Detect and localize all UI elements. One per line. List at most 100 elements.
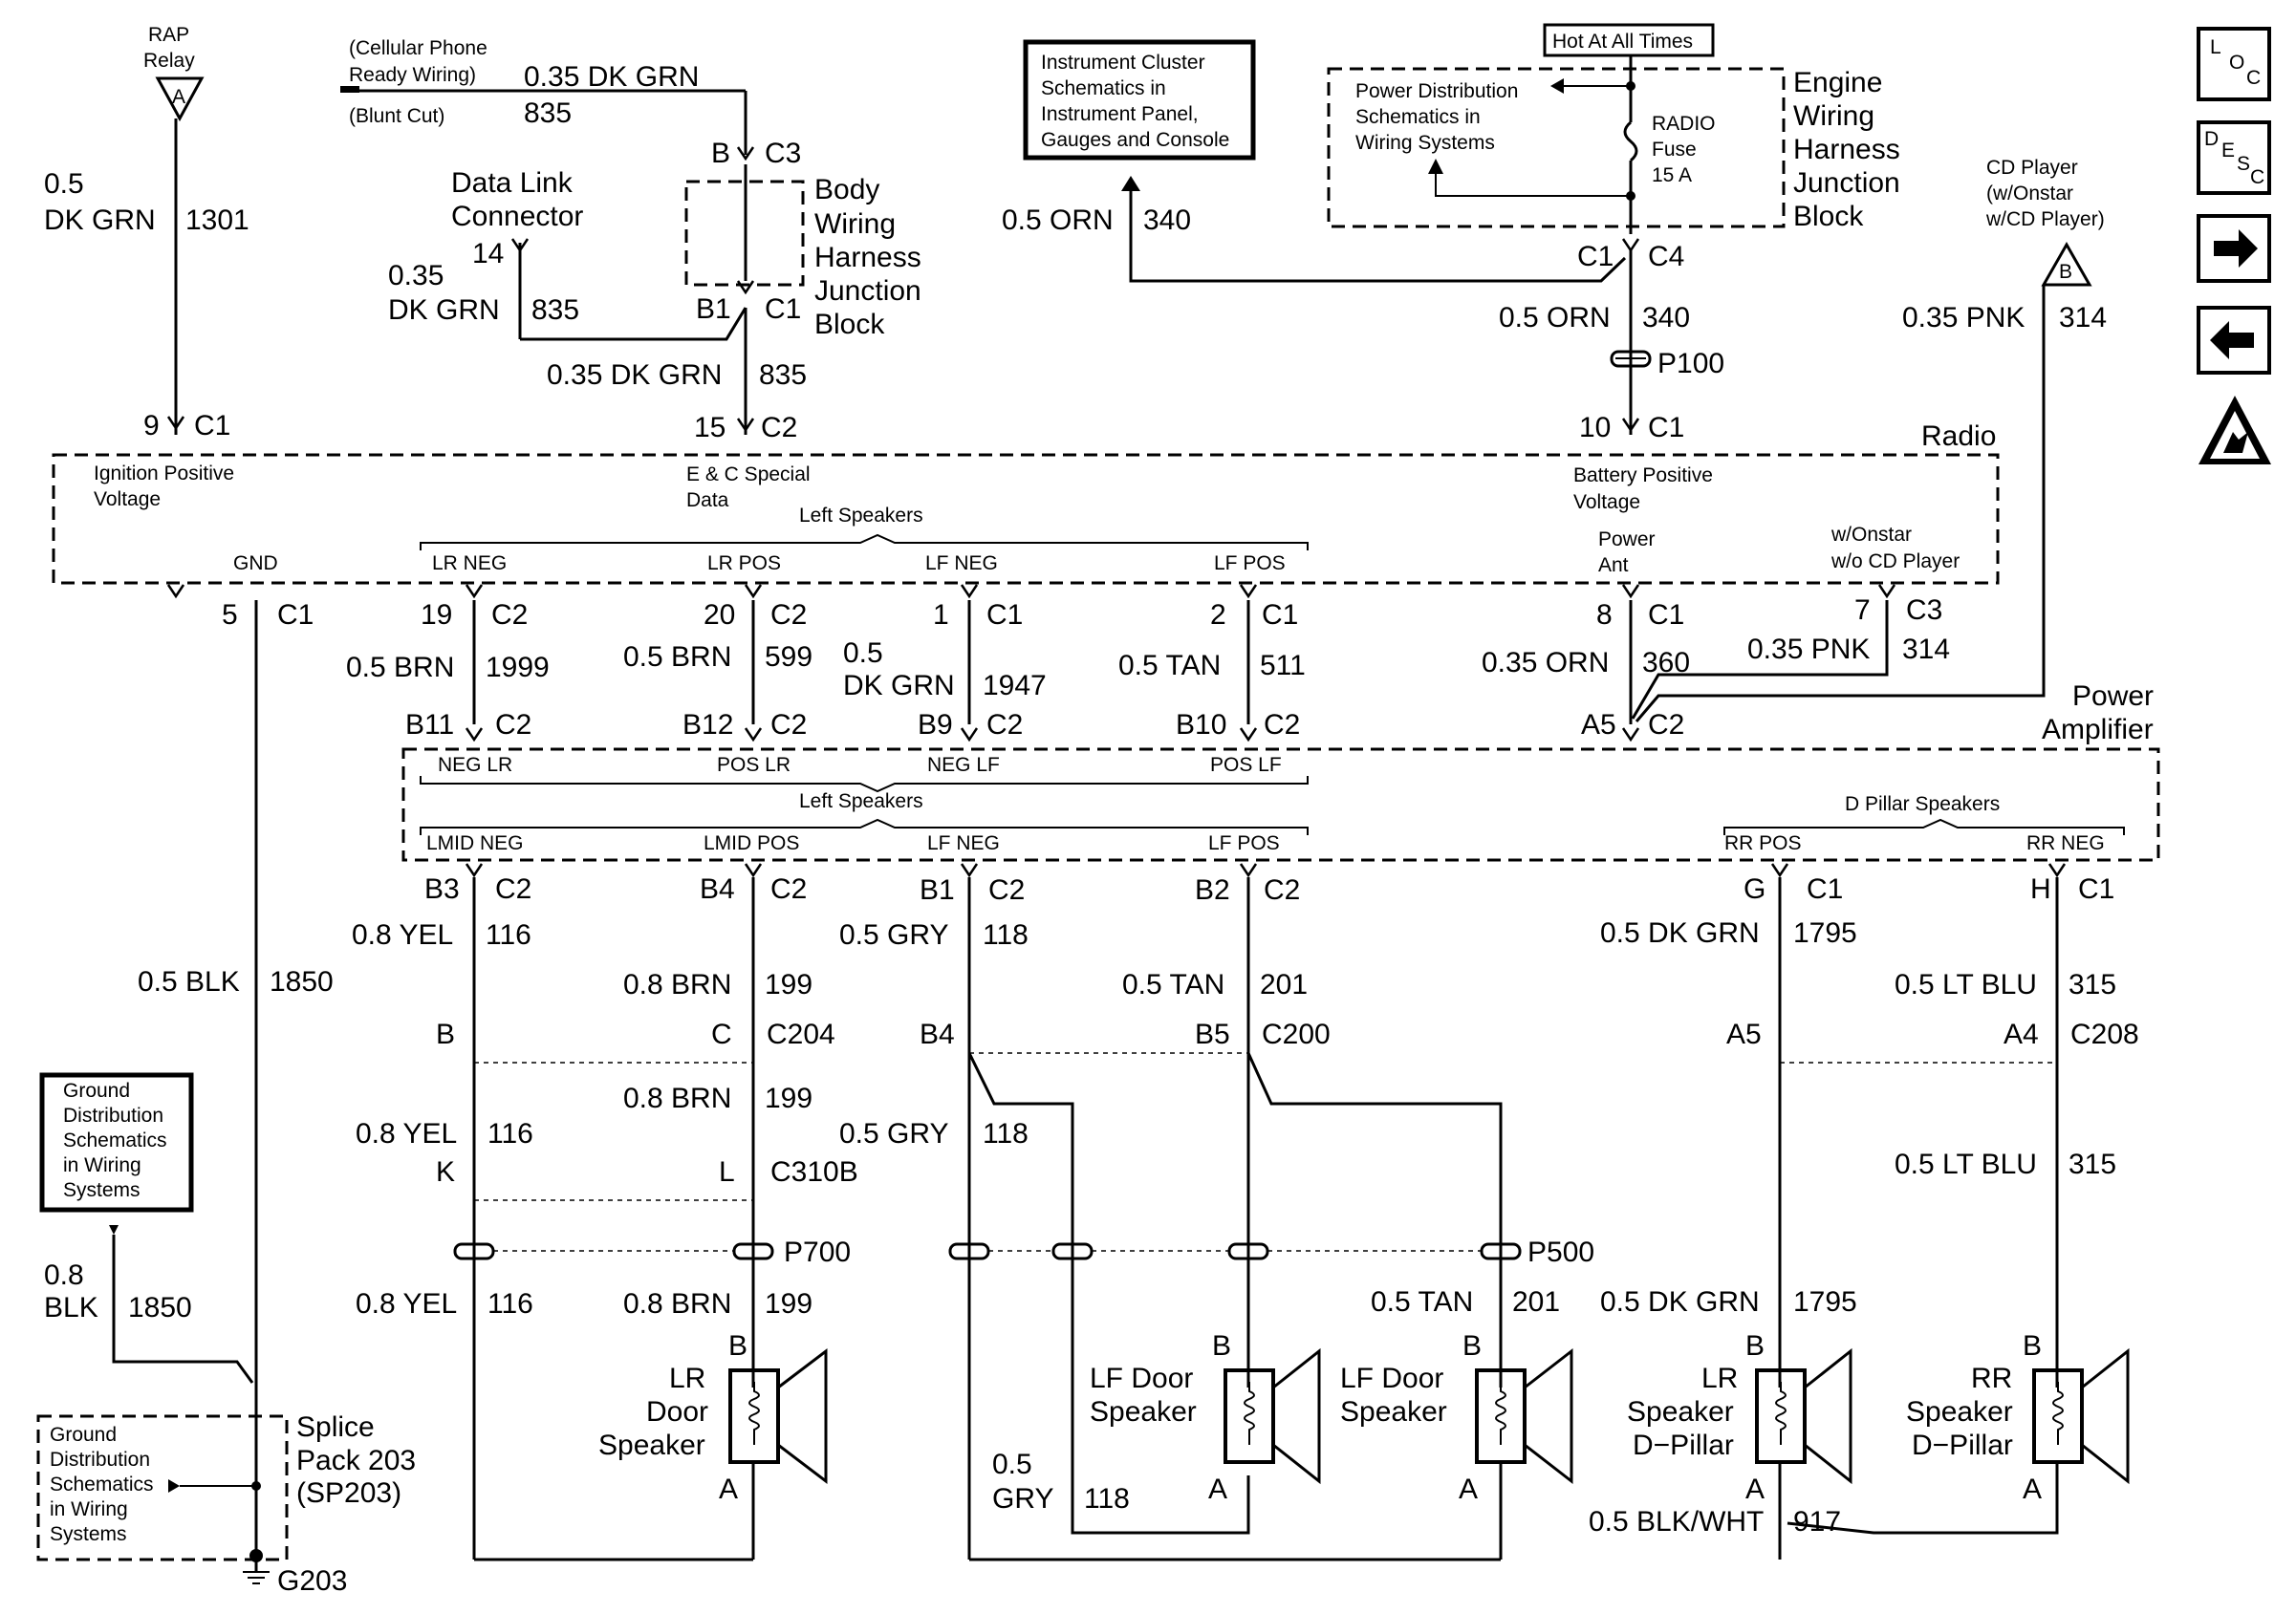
diagram-label: A: [2023, 1474, 2042, 1505]
diagram-label: O: [2229, 52, 2244, 74]
diagram-label: CD Player: [1986, 157, 2078, 179]
diagram-label: LF POS: [1208, 832, 1280, 854]
diagram-label: Voltage: [1573, 491, 1640, 513]
lr-door-speaker: B LR Door Speaker A: [598, 1330, 828, 1505]
instrument-cluster-reference-box: [1023, 39, 1256, 161]
diagram-label: L: [719, 1156, 735, 1188]
diagram-label: Instrument Cluster: [1041, 52, 1205, 74]
diagram-label: C4: [1648, 241, 1684, 272]
diagram-label: 0.5: [843, 637, 883, 669]
diagram-label: S: [2237, 153, 2250, 175]
diagram-label: A: [1208, 1474, 1227, 1505]
speaker-icon: [1523, 1347, 1573, 1485]
speaker-icon: [1271, 1347, 1321, 1485]
diagram-label: A: [1459, 1474, 1478, 1505]
diagram-label: B: [711, 138, 730, 169]
wire-1301-size: 0.5: [44, 168, 84, 200]
diagram-label: RR NEG: [2026, 832, 2105, 854]
diagram-label: Speaker: [1906, 1396, 2013, 1428]
arrow-left-icon-nav: [2210, 321, 2254, 359]
diagram-label: A5: [1581, 709, 1616, 741]
lr-d-pillar-speaker: B LR Speaker D−Pillar A: [1627, 1330, 1852, 1505]
diagram-label: Battery Positive: [1573, 464, 1713, 486]
diagram-label: B: [436, 1019, 455, 1050]
diagram-label: Junction: [1793, 167, 1900, 199]
diagram-label: B9: [918, 709, 953, 741]
diagram-label: Block: [814, 309, 885, 340]
diagram-label: C2: [770, 709, 807, 741]
ground-distribution-reference-box: [39, 1072, 194, 1213]
diagram-label: 10: [1579, 412, 1611, 443]
diagram-label: 1947: [983, 670, 1047, 701]
previous-page-button[interactable]: [2197, 306, 2271, 375]
diagram-label: NEG LF: [927, 754, 1000, 776]
radio-component-block: [52, 453, 2000, 585]
diagram-label: Speaker: [1627, 1396, 1734, 1428]
diagram-label: 15: [694, 412, 726, 443]
diagram-label: C2: [491, 599, 528, 631]
diagram-label: LMID NEG: [426, 832, 524, 854]
diagram-label: (w/Onstar: [1986, 183, 2073, 204]
p700-pass-through: [453, 1242, 774, 1260]
diagram-label: Distribution: [63, 1105, 163, 1127]
diagram-label: C1: [194, 410, 230, 441]
diagram-label: 0.8 YEL: [356, 1118, 457, 1150]
diagram-label: Systems: [50, 1523, 127, 1545]
diagram-label: 2: [1210, 599, 1226, 631]
diagram-label: Pack 203: [296, 1445, 416, 1476]
diagram-label: GND: [233, 552, 278, 574]
diagram-label: (SP203): [296, 1477, 401, 1509]
diagram-label: B5: [1195, 1019, 1230, 1050]
diagram-label: C: [2250, 166, 2264, 188]
diagram-label: 340: [1143, 204, 1191, 236]
diagram-label: 14: [472, 238, 504, 269]
diagram-label: 0.5 GRY: [839, 1118, 949, 1150]
diagram-label: 0.8 BRN: [623, 969, 731, 1001]
diagram-label: Voltage: [94, 488, 161, 510]
diagram-label: H: [2030, 873, 2051, 905]
loc-button[interactable]: L O C: [2197, 27, 2271, 101]
terminal-marks: [166, 146, 2067, 878]
rap-relay: RAP Relay A: [143, 24, 205, 122]
diagram-label: C200: [1262, 1019, 1331, 1050]
diagram-label: B2: [1195, 874, 1230, 906]
lf-door-speaker-2: B LF Door Speaker A: [1340, 1330, 1573, 1505]
diagram-label: Schematics: [63, 1130, 167, 1151]
diagram-label: C204: [767, 1019, 835, 1050]
diagram-label: LF Door: [1340, 1363, 1443, 1394]
body-wiring-harness-junction-block: [684, 180, 805, 287]
diagram-label: LR POS: [707, 552, 781, 574]
diagram-label: 1850: [128, 1292, 192, 1323]
diagram-label: LR NEG: [432, 552, 507, 574]
diagram-label: Speaker: [1090, 1396, 1197, 1428]
diagram-label: C1: [1577, 241, 1614, 272]
diagram-label: C2: [770, 873, 807, 905]
diagram-label: 0.35 DK GRN: [524, 61, 699, 93]
diagram-label: Body: [814, 174, 879, 205]
wire-314: [1631, 600, 1889, 720]
diagram-label: Distribution: [50, 1449, 150, 1471]
diagram-label: 0.5 BRN: [346, 652, 454, 683]
diagram-label: B10: [1176, 709, 1226, 741]
radio-fuse-icon: [1623, 120, 1638, 162]
diagram-label: C2: [495, 709, 531, 741]
diagram-label: 5: [222, 599, 238, 631]
cd-player-terminal-icon: [2041, 241, 2092, 287]
diagram-label: Wiring: [814, 208, 896, 240]
diagram-label: 0.8 BRN: [623, 1288, 731, 1320]
engine-wiring-harness-junction-block: [1327, 67, 1786, 228]
diagram-label: Speaker: [598, 1430, 705, 1461]
diagram-label: B: [1212, 1330, 1231, 1362]
diagram-label: C2: [988, 874, 1025, 906]
desc-button[interactable]: D E S C: [2197, 120, 2271, 195]
diagram-label: 0.5 DK GRN: [1600, 917, 1760, 949]
diagram-label: G: [1744, 873, 1765, 905]
diagram-label: A4: [2004, 1019, 2039, 1050]
diagram-label: C2: [1264, 874, 1300, 906]
diagram-label: 0.5 LT BLU: [1895, 1149, 2037, 1180]
next-page-button[interactable]: [2197, 214, 2271, 283]
diagram-label: 116: [487, 1118, 533, 1150]
diagram-label: Schematics: [50, 1474, 154, 1496]
diagram-label: 315: [2069, 969, 2116, 1001]
